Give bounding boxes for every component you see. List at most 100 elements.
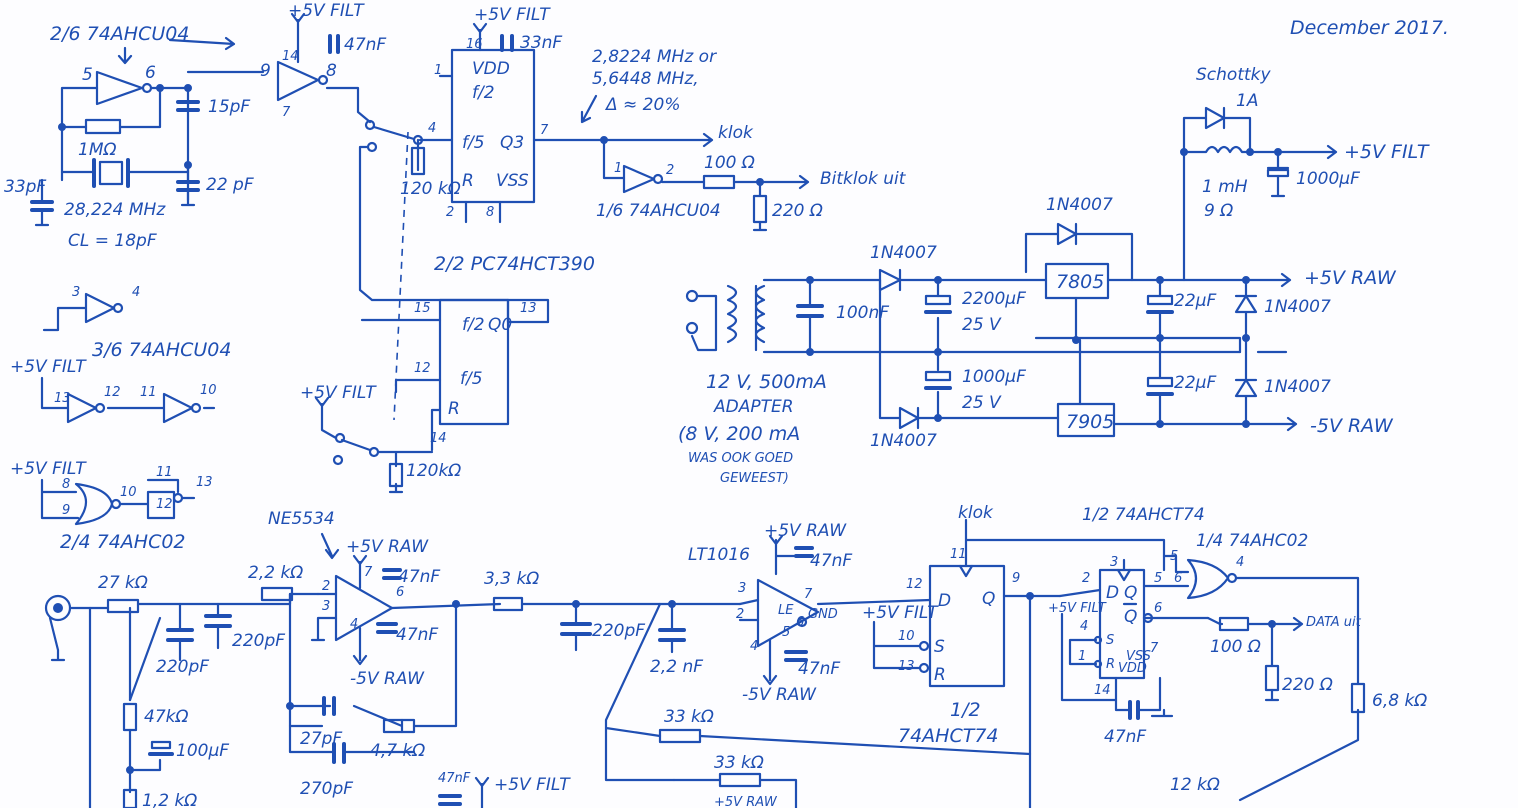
- svg-text:4: 4: [750, 639, 758, 654]
- spare-nor-gates: [40, 478, 196, 526]
- svg-text:1: 1: [614, 161, 622, 176]
- svg-text:2/4 74AHC02: 2/4 74AHC02: [60, 531, 186, 553]
- flipflop2-chip: [1098, 568, 1146, 680]
- svg-text:10: 10: [120, 485, 137, 500]
- svg-text:100 Ω: 100 Ω: [1210, 637, 1261, 657]
- svg-text:1N4007: 1N4007: [1264, 297, 1331, 317]
- svg-text:f/2: f/2: [462, 315, 485, 335]
- svg-text:Q: Q: [982, 589, 995, 609]
- opamp-feedback-res: [382, 718, 416, 734]
- svg-text:f/5: f/5: [462, 133, 485, 153]
- osc-res-feedback: [84, 118, 122, 135]
- svg-text:R: R: [1106, 657, 1115, 672]
- svg-text:3: 3: [738, 581, 746, 596]
- nor-res-68k: [1350, 682, 1366, 714]
- svg-text:7: 7: [540, 123, 549, 138]
- svg-text:8: 8: [486, 205, 494, 220]
- svg-text:4: 4: [1236, 555, 1244, 570]
- svg-text:11: 11: [140, 385, 157, 400]
- svg-text:47kΩ: 47kΩ: [144, 707, 188, 727]
- svg-text:f/2: f/2: [472, 83, 495, 103]
- svg-text:Δ ≈ 20%: Δ ≈ 20%: [604, 95, 680, 115]
- svg-text:5: 5: [782, 625, 790, 640]
- svg-text:120 kΩ: 120 kΩ: [400, 179, 461, 199]
- input-res-r7: [718, 772, 762, 788]
- svg-text:47nF: 47nF: [798, 659, 840, 679]
- svg-text:Q3: Q3: [500, 133, 524, 153]
- svg-text:6: 6: [1154, 601, 1162, 616]
- svg-text:R: R: [448, 399, 460, 419]
- rectifier-diode-neg: [878, 278, 1060, 430]
- svg-text:VSS: VSS: [496, 171, 529, 191]
- svg-text:klok: klok: [958, 503, 994, 523]
- svg-text:VDD: VDD: [1118, 661, 1147, 676]
- svg-text:CL = 18pF: CL = 18pF: [68, 231, 157, 251]
- svg-text:GND: GND: [808, 607, 838, 622]
- svg-text:3,3 kΩ: 3,3 kΩ: [484, 569, 539, 589]
- osc-cap-load: [176, 100, 200, 112]
- svg-text:2200µF: 2200µF: [962, 289, 1026, 309]
- svg-text:4: 4: [350, 617, 358, 632]
- svg-text:+5V FILT: +5V FILT: [494, 775, 571, 795]
- svg-text:33pF: 33pF: [4, 177, 46, 197]
- svg-text:3: 3: [72, 285, 80, 300]
- input-section: 27 kΩ 220pF 220pF 2,2 kΩ 47kΩ 100µF 1,2 …: [44, 509, 1032, 808]
- svg-text:9: 9: [260, 61, 271, 81]
- svg-text:Q: Q: [1124, 583, 1137, 603]
- svg-text:220 Ω: 220 Ω: [1282, 675, 1333, 695]
- spare-inverter-chain: [40, 376, 216, 424]
- svg-text:1A: 1A: [1236, 91, 1258, 111]
- svg-text:NE5534: NE5534: [268, 509, 335, 529]
- svg-text:2,8224 MHz or: 2,8224 MHz or: [592, 47, 717, 67]
- svg-text:LE: LE: [778, 603, 794, 618]
- svg-text:-5V RAW: -5V RAW: [742, 685, 817, 705]
- svg-text:100 Ω: 100 Ω: [704, 153, 755, 173]
- svg-text:12: 12: [104, 385, 121, 400]
- svg-text:22 pF: 22 pF: [206, 175, 254, 195]
- svg-text:220pF: 220pF: [156, 657, 209, 677]
- svg-text:7905: 7905: [1066, 411, 1114, 433]
- svg-text:2: 2: [1082, 571, 1090, 586]
- svg-text:+5V FILT: +5V FILT: [1344, 141, 1430, 163]
- svg-text:25 V: 25 V: [962, 393, 1002, 413]
- osc-label-pointer: [117, 46, 133, 65]
- svg-text:13: 13: [196, 475, 213, 490]
- svg-text:14: 14: [430, 431, 447, 446]
- oscillator-section: 2/6 74AHCU04 5 6 15pF 1MΩ 33pF 22 pF 28,…: [4, 1, 386, 251]
- osc-inverter-a-bubble: [141, 82, 153, 94]
- svg-text:8: 8: [62, 477, 70, 492]
- svg-text:47nF: 47nF: [344, 35, 386, 55]
- svg-text:220 Ω: 220 Ω: [772, 201, 823, 221]
- svg-text:13: 13: [898, 659, 915, 674]
- svg-text:7: 7: [1150, 641, 1159, 656]
- flipflop1-section: klok 11 12 D Q 9 10 13 S R +5V FILT 1/2 …: [862, 503, 1166, 808]
- transformer-primary: [726, 284, 738, 344]
- opamp-ne5534: [334, 574, 394, 642]
- svg-text:100µF: 100µF: [176, 741, 229, 761]
- svg-text:1N4007: 1N4007: [870, 243, 937, 263]
- osc-inverter-a: [95, 70, 144, 106]
- data-output-section: 100 Ω 220 Ω DATA uit: [1206, 615, 1362, 702]
- svg-text:270pF: 270pF: [300, 779, 353, 799]
- svg-text:11: 11: [950, 547, 967, 562]
- svg-text:47nF: 47nF: [396, 625, 438, 645]
- divider-res: [410, 146, 426, 176]
- input-res-r2: [260, 586, 294, 602]
- clamp-diode-neg: [1234, 336, 1258, 426]
- bitklok-res: [702, 174, 736, 190]
- divider-section: 16 +5V FILT 33nF 1 VDD f/2 4 f/5 Q3 R VS…: [358, 5, 754, 421]
- nor-output-section: 1/4 74AHC02 5 6 4 6,8 kΩ 12 kΩ: [1162, 531, 1427, 802]
- rectifier-diode-pos: [878, 268, 1048, 292]
- svg-text:+5V FILT: +5V FILT: [10, 357, 87, 377]
- osc-gate-a-label: 2/6 74AHCU04: [50, 23, 189, 45]
- svg-text:1MΩ: 1MΩ: [78, 140, 116, 160]
- svg-text:VDD: VDD: [472, 59, 510, 79]
- svg-text:16: 16: [466, 37, 483, 52]
- comparator-lt1016: [756, 578, 820, 648]
- svg-text:ADAPTER: ADAPTER: [713, 397, 794, 417]
- svg-text:Q: Q: [1124, 607, 1137, 627]
- svg-text:4: 4: [1080, 619, 1088, 634]
- svg-text:2,2 kΩ: 2,2 kΩ: [248, 563, 303, 583]
- svg-text:1: 1: [1078, 649, 1086, 664]
